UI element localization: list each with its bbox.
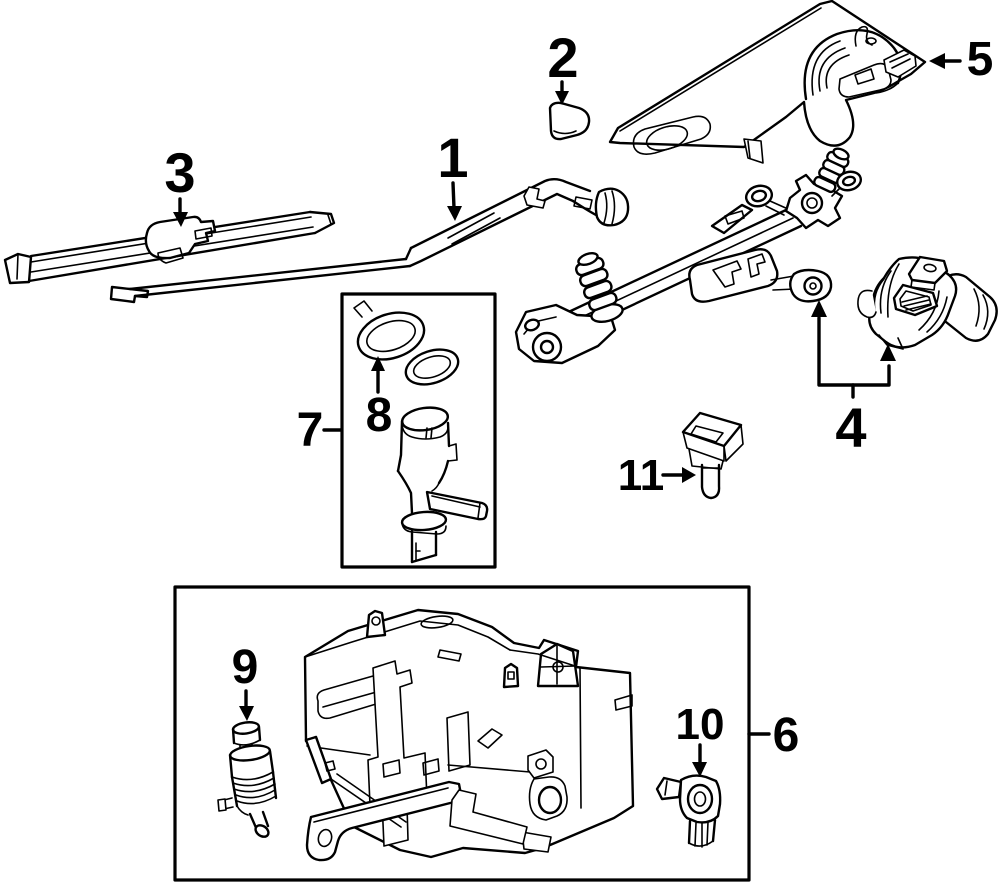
pivot-cap-drawing [548,101,591,141]
callout-5-label[interactable]: 5 [967,33,994,86]
callout-2-arrowhead-icon [555,91,569,105]
callout-5[interactable]: 5 [929,33,993,86]
callout-10-arrowhead-icon [692,762,707,777]
callout-11-label[interactable]: 11 [618,451,665,500]
callout-2-label[interactable]: 2 [547,26,578,89]
reservoir-cap-drawing [353,300,460,386]
filler-neck-group [340,292,497,569]
reservoir-group [173,585,751,882]
callout-3-arrowhead-icon [173,212,188,227]
callout-4-arrowhead-icon [811,300,827,317]
callout-8-label[interactable]: 8 [366,389,393,442]
filler-neck-drawing [396,406,489,564]
callout-6[interactable]: 6 [747,709,800,762]
callout-6-label[interactable]: 6 [773,709,800,762]
callout-2[interactable]: 2 [547,26,579,105]
callout-5-arrowhead-icon [929,53,945,69]
callout-4-arrowhead2-icon [880,344,896,361]
callout-3-label[interactable]: 3 [164,141,195,204]
callout-1-arrow [451,181,456,210]
wiper-arm-drawing [109,178,630,304]
callout-4-label[interactable]: 4 [835,396,866,459]
wiper-motor-drawing [857,255,998,350]
callout-11-arrowhead-icon [682,467,696,483]
callout-10-label[interactable]: 10 [676,700,725,749]
callout-8[interactable]: 8 [366,356,393,442]
callout-1[interactable]: 1 [437,126,469,221]
callout-9-arrowhead-icon [239,706,254,721]
cowl-hole [645,125,689,151]
level-sensor-drawing [655,774,722,848]
callout-1-label[interactable]: 1 [437,126,468,189]
callout-9-label[interactable]: 9 [232,641,259,694]
wiper-blade-drawing [3,210,336,285]
callout-3[interactable]: 3 [164,141,196,227]
washer-nozzle-drawing [681,411,744,500]
wiper-linkage-drawing [514,147,863,365]
washer-pump-drawing [217,721,278,838]
callout-7-label[interactable]: 7 [297,404,324,457]
callout-9[interactable]: 9 [232,641,259,721]
callout-7[interactable]: 7 [297,404,343,457]
callout-8-arrowhead-icon [371,356,385,371]
callout-1-arrowhead-icon [447,206,462,221]
callout-10[interactable]: 10 [676,700,725,777]
callout-11[interactable]: 11 [618,451,696,500]
callout-4[interactable]: 4 [811,300,896,459]
washer-reservoir-drawing [303,608,635,862]
cowl-panel-drawing [608,0,927,164]
